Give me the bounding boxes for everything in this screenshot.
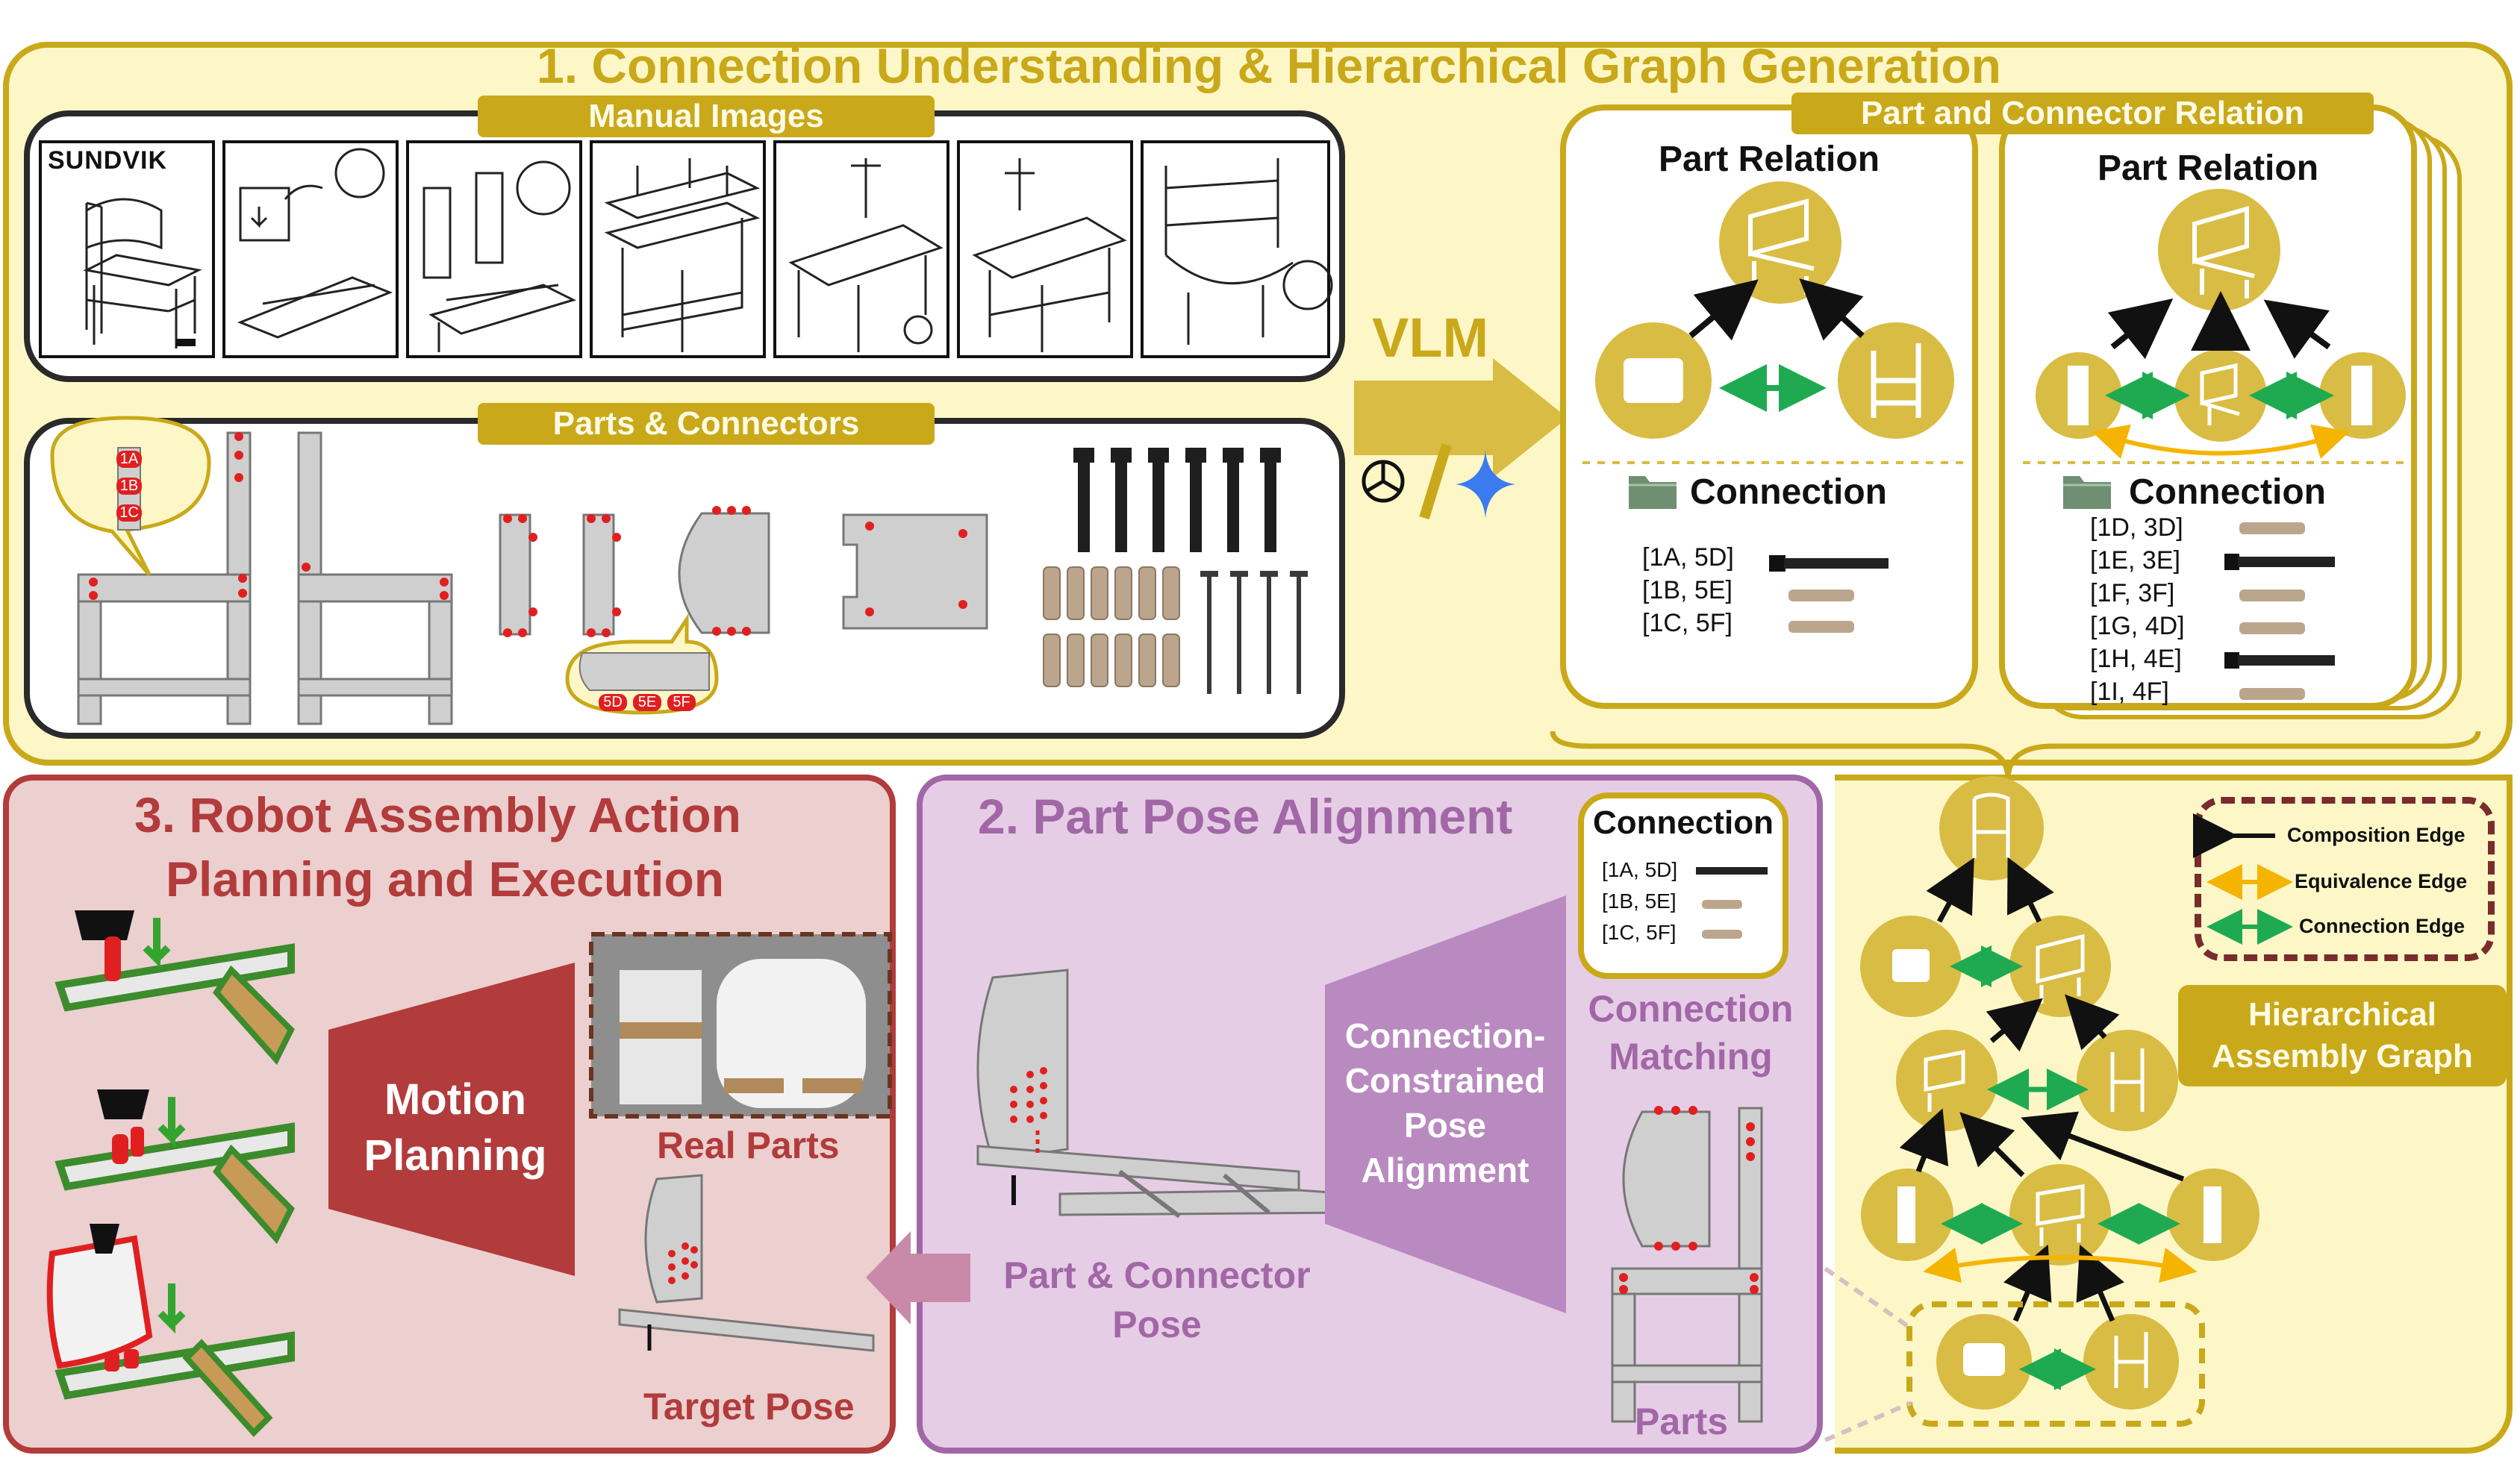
vlm-arrow	[1354, 358, 1568, 478]
section2-title: 2. Part Pose Alignment	[978, 789, 1513, 844]
folder-icon	[1629, 476, 1677, 509]
bubble-label-1b: 1B	[116, 478, 142, 495]
section3-title-2: Planning and Execution	[166, 851, 725, 907]
connection-title-right: Connection	[2129, 472, 2326, 512]
parts-connectors-label: Parts & Connectors	[478, 403, 935, 445]
manual-step-sketch	[237, 148, 393, 339]
manual-image-6[interactable]	[957, 140, 1133, 358]
pose-connection-title: Connection	[1593, 804, 1774, 841]
manual-image-2[interactable]	[222, 140, 399, 358]
motion-planning-label-1: Motion	[384, 1075, 527, 1124]
manual-step-sketch	[1164, 158, 1333, 345]
alignment-label-line: Pose	[1404, 1106, 1486, 1145]
connection-row: [1B, 5E]	[1642, 576, 1732, 604]
hierarchical-graph-label-line: Assembly Graph	[2212, 1038, 2473, 1075]
matching-label-line: Matching	[1609, 1036, 1773, 1078]
manual-image-1[interactable]: SUNDVIK	[39, 140, 215, 358]
matching-label: Connection Matching	[1575, 985, 1806, 1080]
connection-row: [1C, 5F]	[1642, 609, 1732, 637]
manual-images-label: Manual Images	[478, 96, 935, 137]
alignment-label-line: Alignment	[1361, 1151, 1529, 1189]
connector-icons-left	[1769, 555, 1889, 633]
alignment-label-line: Connection-	[1344, 1016, 1546, 1055]
bubble-label-5f: 5F	[667, 694, 696, 711]
bubble-label-5e: 5E	[633, 694, 661, 711]
gemini-icon	[1456, 451, 1515, 518]
pose-label-line: Pose	[1112, 1304, 1202, 1345]
pose-connection-row: [1B, 5E]	[1602, 889, 1677, 913]
part-relation-title-left: Part Relation	[1658, 140, 1880, 179]
vlm-label: VLM	[1372, 307, 1489, 369]
connection-row: [1G, 4D]	[2090, 612, 2185, 640]
manual-step-sketch	[972, 158, 1127, 352]
legend-arrows	[2193, 813, 2293, 945]
manual-step-sketch	[788, 158, 944, 352]
section1-title: 1. Connection Understanding & Hierarchic…	[536, 38, 2002, 93]
manual-step-sketch	[422, 160, 577, 352]
slash-icon	[1419, 442, 1452, 520]
motion-planning-label-2: Planning	[364, 1131, 547, 1180]
pose-connector-icons	[1696, 867, 1768, 939]
real-parts-label: Real Parts	[657, 1125, 840, 1166]
connection-title-left: Connection	[1690, 472, 1887, 512]
manual-image-5[interactable]	[773, 140, 949, 358]
connection-row: [1I, 4F]	[2090, 678, 2169, 706]
pose-label: Part & Connector Pose	[985, 1251, 1329, 1349]
bubble-label-1c: 1C	[116, 504, 142, 522]
alignment-label: Connection- Constrained Pose Alignment	[1326, 1013, 1565, 1192]
alignment-label-line: Constrained	[1344, 1061, 1546, 1100]
manual-image-4[interactable]	[590, 140, 766, 358]
connection-row: [1E, 3E]	[2090, 546, 2180, 575]
legend-connection: Connection Edge	[2299, 915, 2465, 937]
manual-brand: SUNDVIK	[48, 146, 168, 175]
part-relation-title-right: Part Relation	[2097, 148, 2319, 188]
connection-row: [1F, 3F]	[2090, 579, 2175, 607]
parts-label: Parts	[1635, 1401, 1729, 1442]
matching-label-line: Connection	[1588, 988, 1794, 1030]
relation-group-label: Part and Connector Relation	[1791, 93, 2374, 134]
connection-row: [1H, 4E]	[2090, 645, 2182, 673]
folder-icon	[2063, 476, 2111, 509]
pose-connection-row: [1A, 5D]	[1602, 858, 1678, 881]
pose-label-line: Part & Connector	[1003, 1254, 1311, 1296]
pose-connection-row: [1C, 5F]	[1602, 921, 1677, 944]
connection-row: [1D, 3D]	[2090, 513, 2183, 542]
bubble-label-1a: 1A	[116, 451, 142, 468]
manual-image-7[interactable]	[1141, 140, 1333, 358]
target-pose-label: Target Pose	[643, 1386, 855, 1427]
pose-connection-box	[1578, 792, 1788, 979]
connection-row: [1A, 5D]	[1642, 543, 1734, 572]
openai-icon	[1362, 460, 1405, 503]
bubble-label-5d: 5D	[599, 694, 627, 711]
manual-image-3[interactable]	[406, 140, 582, 358]
section3-title-1: 3. Robot Assembly Action	[134, 787, 741, 842]
hierarchical-graph-label-line: Hierarchical	[2248, 996, 2436, 1033]
manual-step-sketch	[604, 158, 761, 352]
connector-icons-right	[2224, 522, 2335, 700]
legend-equivalence: Equivalence Edge	[2295, 870, 2468, 892]
chair-sketch	[83, 198, 202, 348]
hierarchical-graph-label: Hierarchical Assembly Graph	[2178, 985, 2507, 1086]
legend-composition: Composition Edge	[2287, 824, 2466, 846]
